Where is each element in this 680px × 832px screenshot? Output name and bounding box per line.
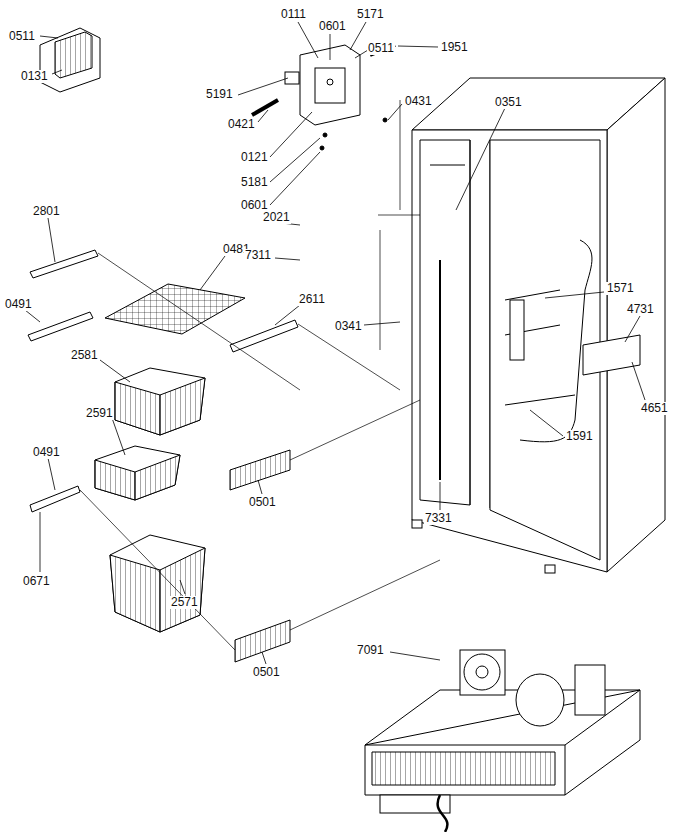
callout-number: 5191 xyxy=(205,88,234,101)
callout-number: 5171 xyxy=(356,8,385,21)
callout-number: 4731 xyxy=(626,303,655,316)
callout-number: 7091 xyxy=(356,644,385,657)
refrigerator-cabinet xyxy=(412,78,665,573)
callout-number: 2591 xyxy=(85,407,114,420)
callout-number: 0491 xyxy=(32,446,61,459)
callout-number: 0511 xyxy=(8,30,36,43)
callout-number: 0671 xyxy=(22,575,51,588)
callout-number: 2571 xyxy=(170,596,199,609)
assembly-lines xyxy=(80,100,440,650)
callout-number: 2611 xyxy=(298,293,326,306)
callout-number: 2021 xyxy=(262,211,291,224)
callout-number: 4651 xyxy=(640,402,669,415)
callout-number: 5181 xyxy=(240,176,269,189)
callout-number: 0601 xyxy=(318,20,347,33)
callout-number: 2581 xyxy=(70,349,99,362)
callout-number: 0431 xyxy=(404,95,433,108)
freezer-shelves-baskets xyxy=(28,250,298,662)
callout-number: 1571 xyxy=(606,282,635,295)
callout-number: 0491 xyxy=(4,298,33,311)
ice-maker xyxy=(40,28,395,150)
machine-compartment xyxy=(365,650,640,832)
callout-number: 0501 xyxy=(252,666,281,679)
callout-number: 7311 xyxy=(244,249,272,262)
callout-number: 0421 xyxy=(227,118,256,131)
callout-number: 1951 xyxy=(440,41,469,54)
callout-number: 0341 xyxy=(334,320,363,333)
callout-number: 0111 xyxy=(280,8,307,21)
callout-number: 7331 xyxy=(424,512,453,525)
callout-number: 1591 xyxy=(565,430,594,443)
callout-number: 0511 xyxy=(367,42,395,55)
callout-number: 0351 xyxy=(494,96,523,109)
callout-number: 0121 xyxy=(240,151,269,164)
callout-number: 2801 xyxy=(32,205,61,218)
leader-lines xyxy=(25,22,645,664)
callout-number: 0131 xyxy=(20,70,49,83)
callout-number: 0501 xyxy=(248,496,277,509)
